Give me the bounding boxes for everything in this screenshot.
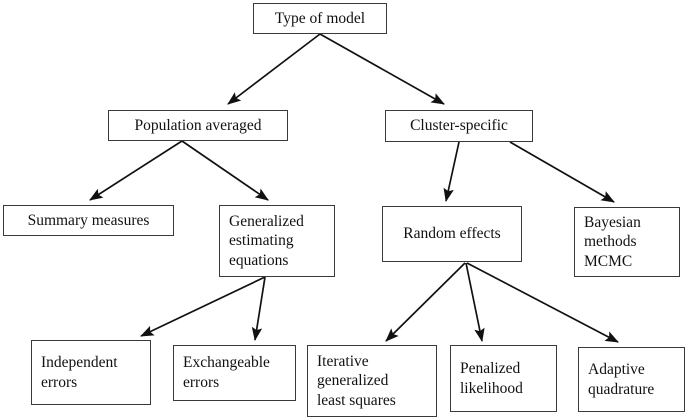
node-label-summary-measures: Summary measures xyxy=(27,211,150,229)
node-cluster-specific[interactable]: Cluster-specific xyxy=(385,110,533,142)
edge-random-to-adaptive-arrow-icon xyxy=(466,262,619,343)
node-label-generalized-estimating-equations: Generalized estimating equations xyxy=(229,212,304,269)
node-penalized-likelihood[interactable]: Penalized likelihood xyxy=(450,345,557,412)
node-summary-measures[interactable]: Summary measures xyxy=(3,205,174,236)
edge-random-to-penalized-arrow-icon xyxy=(465,262,485,342)
edge-population-to-summary-arrow-icon xyxy=(89,140,183,201)
edge-gee-to-exchangeable-arrow-icon xyxy=(251,276,266,342)
node-label-exchangeable-errors: Exchangeable errors xyxy=(183,354,270,391)
node-label-independent-errors: Independent errors xyxy=(41,353,118,391)
node-bayesian-methods-mcmc[interactable]: Bayesian methods MCMC xyxy=(574,207,680,277)
node-label-bayesian-methods-mcmc: Bayesian methods MCMC xyxy=(584,213,641,270)
edge-random-to-iterative-arrow-icon xyxy=(385,262,466,342)
node-label-type-of-model: Type of model xyxy=(274,9,366,27)
node-generalized-estimating-equations[interactable]: Generalized estimating equations xyxy=(219,205,335,277)
node-iterative-generalized-least-squares[interactable]: Iterative generalized least squares xyxy=(307,345,437,417)
node-label-iterative-generalized-least-squares: Iterative generalized least squares xyxy=(317,352,396,409)
node-label-population-averaged: Population averaged xyxy=(134,116,262,134)
edge-gee-to-independent-arrow-icon xyxy=(140,276,266,337)
node-label-penalized-likelihood: Penalized likelihood xyxy=(460,359,523,397)
node-exchangeable-errors[interactable]: Exchangeable errors xyxy=(173,345,296,401)
node-label-random-effects: Random effects xyxy=(403,225,501,243)
edge-cluster-to-random-effects-arrow-icon xyxy=(443,141,460,202)
edge-type-to-population-arrow-icon xyxy=(227,33,321,105)
node-type-of-model[interactable]: Type of model xyxy=(253,3,387,34)
edge-population-to-gee-arrow-icon xyxy=(181,140,269,201)
node-label-adaptive-quadrature: Adaptive quadrature xyxy=(588,360,655,398)
edge-cluster-to-bayesian-arrow-icon xyxy=(509,141,615,203)
node-random-effects[interactable]: Random effects xyxy=(382,206,522,262)
node-label-cluster-specific: Cluster-specific xyxy=(410,117,508,135)
node-independent-errors[interactable]: Independent errors xyxy=(31,340,151,405)
edge-type-to-cluster-arrow-icon xyxy=(319,33,445,105)
node-population-averaged[interactable]: Population averaged xyxy=(108,110,288,141)
node-adaptive-quadrature[interactable]: Adaptive quadrature xyxy=(578,347,685,412)
